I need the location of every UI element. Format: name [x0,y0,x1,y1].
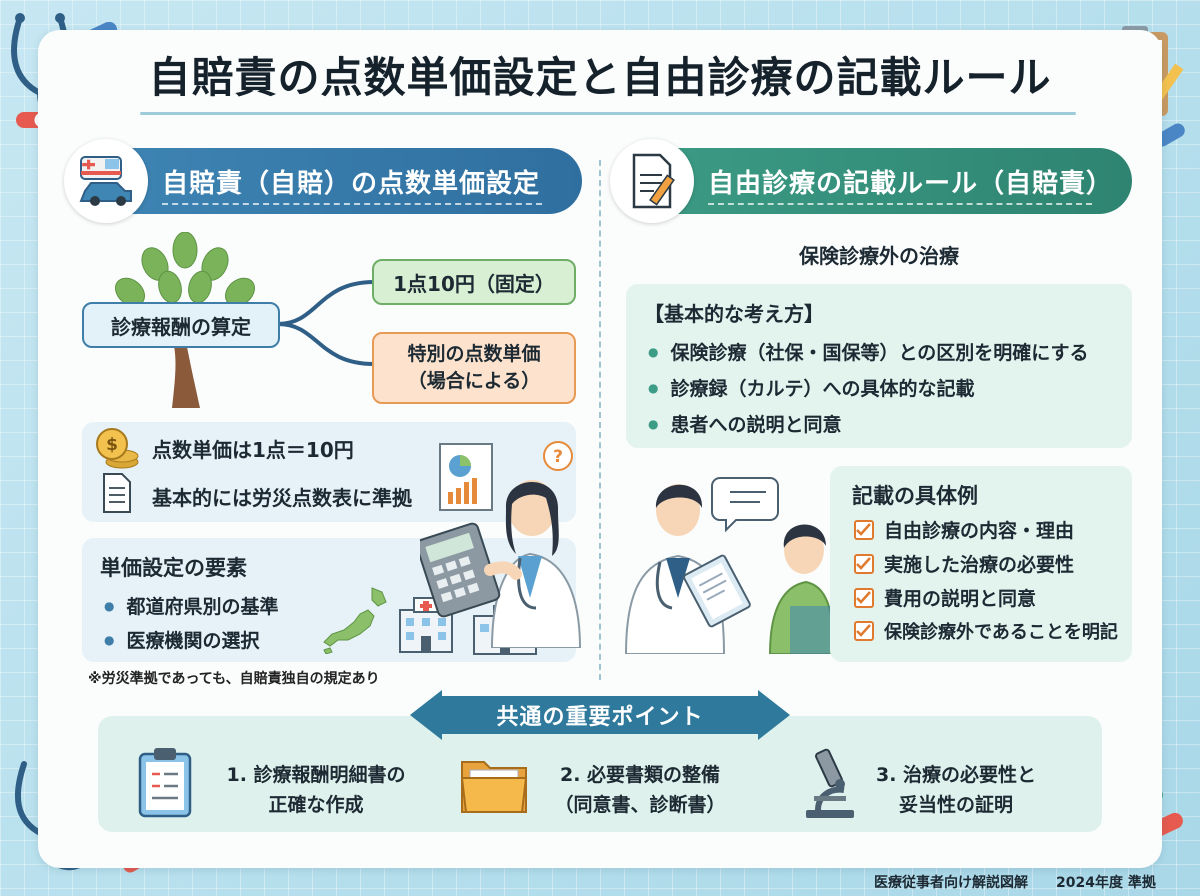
common-item-2: 2. 必要書類の整備 （同意書、診断書） [530,760,750,820]
footer-left: 医療従事者向け解説図解 [874,875,1028,891]
calculation-box: 診療報酬の算定 [82,302,280,348]
basic-item-3: 患者への説明と同意 [648,410,841,437]
hospital-icon [399,597,453,653]
common-points-panel [98,716,1102,832]
example-item-3: 費用の説明と同意 [854,584,1036,611]
japan-map-icon [323,587,387,654]
check-icon [854,587,874,608]
common-item-2-line2: （同意書、診断書） [554,794,726,816]
footer-right: 2024年度 準拠 [1056,875,1156,891]
common-item-3-line1: 3. 治療の必要性と [875,764,1037,786]
right-section-header: 自由診療の記載ルール（自賠責） [610,139,1132,223]
header-dash-line [708,203,1092,205]
doctor-patient-illustration [624,477,834,654]
svg-text:$: $ [106,435,118,455]
common-item-2-line1: 2. 必要書類の整備 [559,764,721,786]
elements-item-2: 医療機関の選択 [104,626,259,653]
example-text: 実施した治療の必要性 [884,554,1075,576]
fixed-rate-box: 1点10円（固定） [372,259,576,305]
microscope-icon [806,748,854,818]
examples-panel [830,466,1132,662]
coins-icon: $ [96,428,139,469]
common-banner-arrow [410,690,790,740]
left-section-header: 自賠責（自賠）の点数単価設定 [64,139,582,223]
folder-icon [460,761,528,813]
document-pencil-icon [610,139,694,223]
basic-item-1: 保険診療（社保・国保等）との区別を明確にする [648,338,1088,365]
elements-title: 単価設定の要素 [100,556,247,580]
examples-title: 記載の具体例 [852,484,978,508]
special-rate-box: 特別の点数単価 （場合による） [372,332,576,404]
document-icon [103,473,131,513]
rate-text-2: 基本的には労災点数表に準拠 [152,486,412,510]
basic-item-2: 診療録（カルテ）への具体的な記載 [648,374,974,401]
right-section-title: 自由診療の記載ルール（自賠責） [708,168,1114,199]
doctor-calculator-illustration: ? [420,441,582,648]
check-icon [854,553,874,574]
branch-connector [278,280,375,366]
pill-icon [1155,123,1185,147]
rate-panel [82,422,576,522]
svg-text:?: ? [553,447,563,467]
example-text: 保険診療外であることを明記 [884,622,1118,643]
example-text: 自由診療の内容・理由 [884,520,1075,542]
example-text: 費用の説明と同意 [884,588,1037,610]
page-title: 自賠責の点数単価設定と自由診療の記載ルール [148,52,1052,102]
example-item-1: 自由診療の内容・理由 [854,516,1074,543]
common-item-1: 1. 診療報酬明細書の 正確な作成 [206,760,426,820]
check-icon [854,621,874,641]
special-rate-line2: （場合による） [407,370,541,392]
example-item-2: 実施した治療の必要性 [854,550,1074,577]
common-item-3-line2: 妥当性の証明 [898,794,1013,816]
header-dash-line [162,203,542,205]
rate-text-1: 点数単価は1点＝10円 [152,438,354,462]
check-icon [854,519,874,540]
left-section-title: 自賠責（自賠）の点数単価設定 [162,168,541,199]
section-divider [599,160,601,680]
title-underline [140,112,1076,115]
example-item-4: 保険診療外であることを明記 [854,618,1118,644]
elements-item-1: 都道府県別の基準 [104,592,278,619]
special-rate-line1: 特別の点数単価 [407,343,541,365]
common-title: 共通の重要ポイント [496,705,704,730]
common-item-1-line1: 1. 診療報酬明細書の [226,764,406,786]
ambulance-car-icon [64,139,148,223]
right-subtitle: 保険診療外の治療 [799,244,959,268]
common-item-1-line2: 正確な作成 [268,794,364,816]
basic-concept-title: 【基本的な考え方】 [644,302,824,326]
common-item-3: 3. 治療の必要性と 妥当性の証明 [856,760,1056,820]
clipboard-icon [138,748,192,818]
footnote: ※労災準拠であっても、自賠責独自の規定あり [88,671,380,687]
